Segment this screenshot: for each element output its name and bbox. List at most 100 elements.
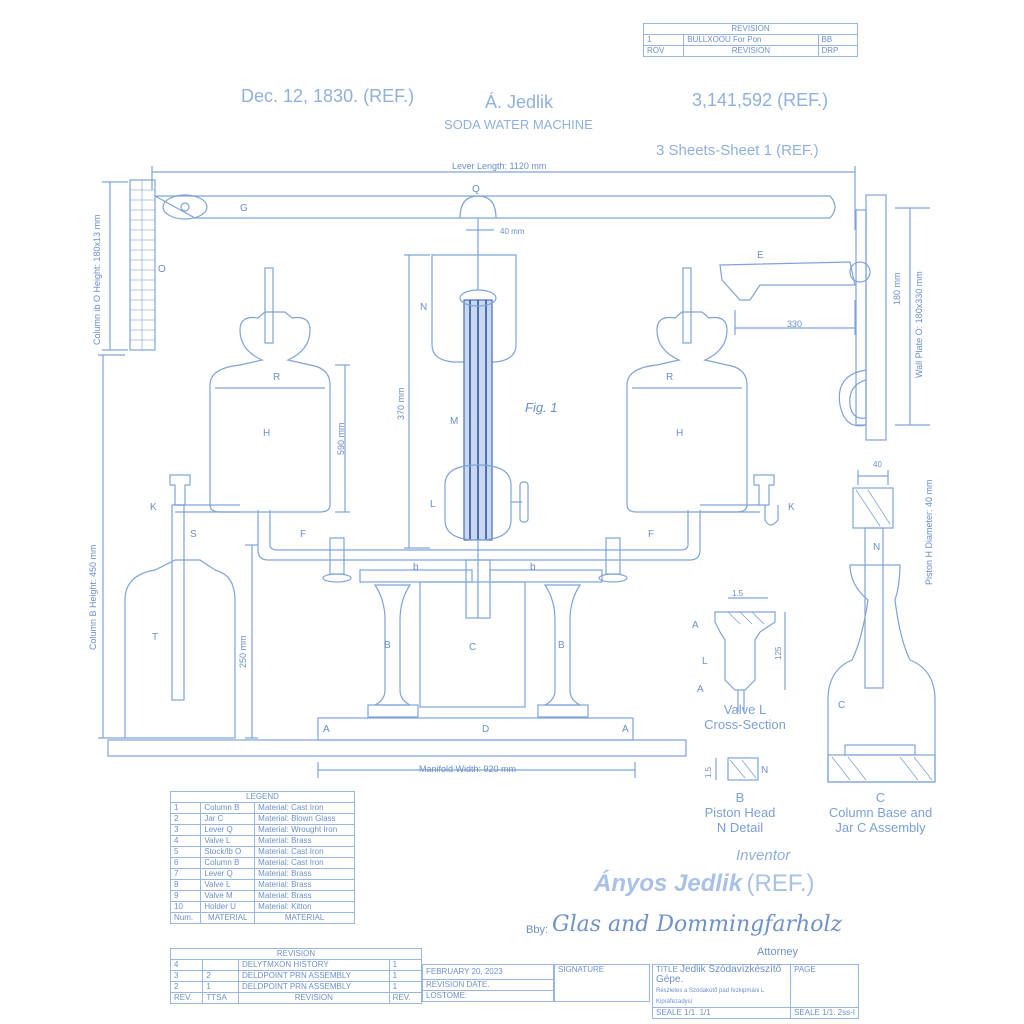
label-b-right: B: [558, 640, 565, 651]
title-date-table: FEBRUARY 20, 2023 REVISION DATE. LOSTOME…: [422, 964, 554, 1002]
legend-cell: 6: [169, 857, 202, 869]
label-k-left: K: [150, 502, 157, 513]
legend-cell: Stock/lb O: [200, 846, 256, 858]
label-l-valve: L: [702, 656, 708, 667]
valve-caption: Valve L Cross-Section: [690, 702, 800, 732]
valve-caption-line2: Cross-Section: [704, 717, 786, 732]
label-c-column: C: [838, 700, 845, 711]
label-h-right: H: [676, 428, 683, 439]
title-lostome: LOSTOME:: [422, 990, 554, 1002]
legend-cell: Material: Brass: [254, 890, 355, 902]
table-top-left: [359, 569, 473, 583]
column-caption-line2: Column Base and: [828, 805, 933, 820]
label-t: T: [152, 632, 158, 643]
cock-k-left: [169, 474, 191, 506]
legend-cell: 4: [169, 835, 202, 847]
valve-cross-section: [714, 611, 776, 691]
label-b-small-right: b: [530, 562, 536, 573]
column-caption: C Column Base and Jar C Assembly: [818, 790, 943, 835]
legend-cell: Valve M: [200, 890, 256, 902]
title-main-cell: TITLE Jedlik Szódavízkészítő Gépe. Részl…: [651, 964, 792, 1008]
title-revision-cell: 2: [169, 981, 204, 993]
jar-h-right: [626, 311, 748, 513]
label-f-right: F: [648, 529, 654, 540]
legend-cell: MATERIAL: [254, 912, 355, 924]
legend-title: LEGEND: [170, 791, 355, 803]
legend-cell: Material: Cast Iron: [254, 857, 355, 869]
title-signature-table: SIGNATURE: [554, 964, 650, 1002]
title-revision-cell: 1: [388, 981, 423, 993]
title-revision-heading: REVISION: [170, 948, 422, 960]
label-s: S: [190, 529, 197, 540]
legend-cell: Jar C: [200, 813, 256, 825]
label-a-valve-top: A: [692, 620, 699, 631]
title-revision-cell: TTSA: [202, 992, 239, 1004]
vessel-n: [431, 254, 517, 363]
dim-330: 330: [787, 319, 802, 329]
piston-caption-line3: N Detail: [716, 820, 764, 835]
legend-cell: Valve L: [200, 879, 256, 891]
lever-hook: [459, 195, 497, 219]
legend-cell: Material: Blown Glass: [254, 813, 355, 825]
legend-cell: Num.: [169, 912, 202, 924]
legend-cell: Material: Cast Iron: [254, 846, 355, 858]
revision-box-cell: DRP: [817, 45, 858, 57]
machine-title: SODA WATER MACHINE: [444, 117, 593, 132]
legend-cell: 2: [169, 813, 202, 825]
title-revision-date: REVISION DATE.: [422, 979, 554, 991]
legend-cell: 10: [169, 901, 202, 913]
column-b-left: [373, 584, 412, 706]
label-a-left: A: [323, 724, 330, 735]
column-caption-line1: C: [875, 790, 886, 805]
base-a: [317, 717, 634, 741]
attorney-signature: Glas and Dommingfarholz: [552, 912, 843, 937]
sheet-count: 3 Sheets-Sheet 1 (REF.): [656, 142, 819, 159]
label-r-left: R: [273, 372, 280, 383]
spout-e: [719, 261, 856, 301]
title-page-label: PAGE: [790, 964, 859, 1008]
title-revision-cell: DELDPOINT PRN ASSEMBLY: [237, 981, 390, 993]
legend-cell: Material: Brass: [254, 868, 355, 880]
attorney-role: Attorney: [757, 946, 798, 958]
wall-plate-text: Wall Plate O: 180x330 mm: [914, 271, 924, 378]
dim-40mm: 40 mm: [500, 227, 525, 236]
inventor-name: Ányos Jedlik: [594, 870, 743, 897]
title-revision-cell: 2: [202, 970, 239, 982]
legend-cell: 7: [169, 868, 202, 880]
wall-handle: [838, 369, 867, 427]
label-q: Q: [472, 184, 480, 195]
revision-box-cell: REVISION: [683, 45, 819, 57]
dim-250-text: 250 mm: [238, 635, 248, 668]
inventor-short: Á. Jedlik: [485, 92, 554, 112]
valve-l-body: [444, 464, 512, 541]
title-revision-cell: [202, 959, 239, 971]
inventor-name-block: Ányos Jedlik (REF.): [594, 870, 815, 898]
legend-cell: Holder U: [200, 901, 256, 913]
title-revision-cell: 1: [202, 981, 239, 993]
title-date: FEBRUARY 20, 2023: [422, 964, 554, 980]
title-value: Jedlik Szódavízkészítő Gépe.: [656, 964, 782, 985]
revision-box-cell: ROV: [642, 45, 685, 57]
piston-caption-line1: B: [735, 790, 745, 805]
label-c: C: [469, 642, 476, 653]
legend-cell: MATERIAL: [200, 912, 256, 924]
dim-125: 125: [774, 646, 783, 660]
legend-cell: Column B: [200, 857, 256, 869]
legend-cell: 3: [169, 824, 202, 836]
title-main-table: TITLE Jedlik Szódavízkészítő Gépe. Részl…: [651, 964, 859, 1019]
legend-cell: Material: Kitton: [254, 901, 355, 913]
title-revision-cell: REVISION: [237, 992, 390, 1004]
cock-k-right: [753, 474, 775, 506]
dim-590-text: 590 mm: [336, 422, 346, 455]
label-o: O: [158, 264, 166, 275]
column-o-height-text: Column ib O Height: 180x13 mm: [92, 214, 102, 345]
label-f-left: F: [300, 529, 306, 540]
jar-t: [124, 559, 236, 739]
column-b-height-text: Column B Height: 450 mm: [88, 544, 98, 650]
legend-cell: 1: [169, 802, 202, 814]
valve-caption-line1: Valve L: [723, 702, 767, 717]
manifold-width-text: Manifold Width: 920 mm: [419, 764, 516, 774]
label-n: N: [420, 302, 427, 313]
inventor-role: Inventor: [736, 847, 791, 864]
